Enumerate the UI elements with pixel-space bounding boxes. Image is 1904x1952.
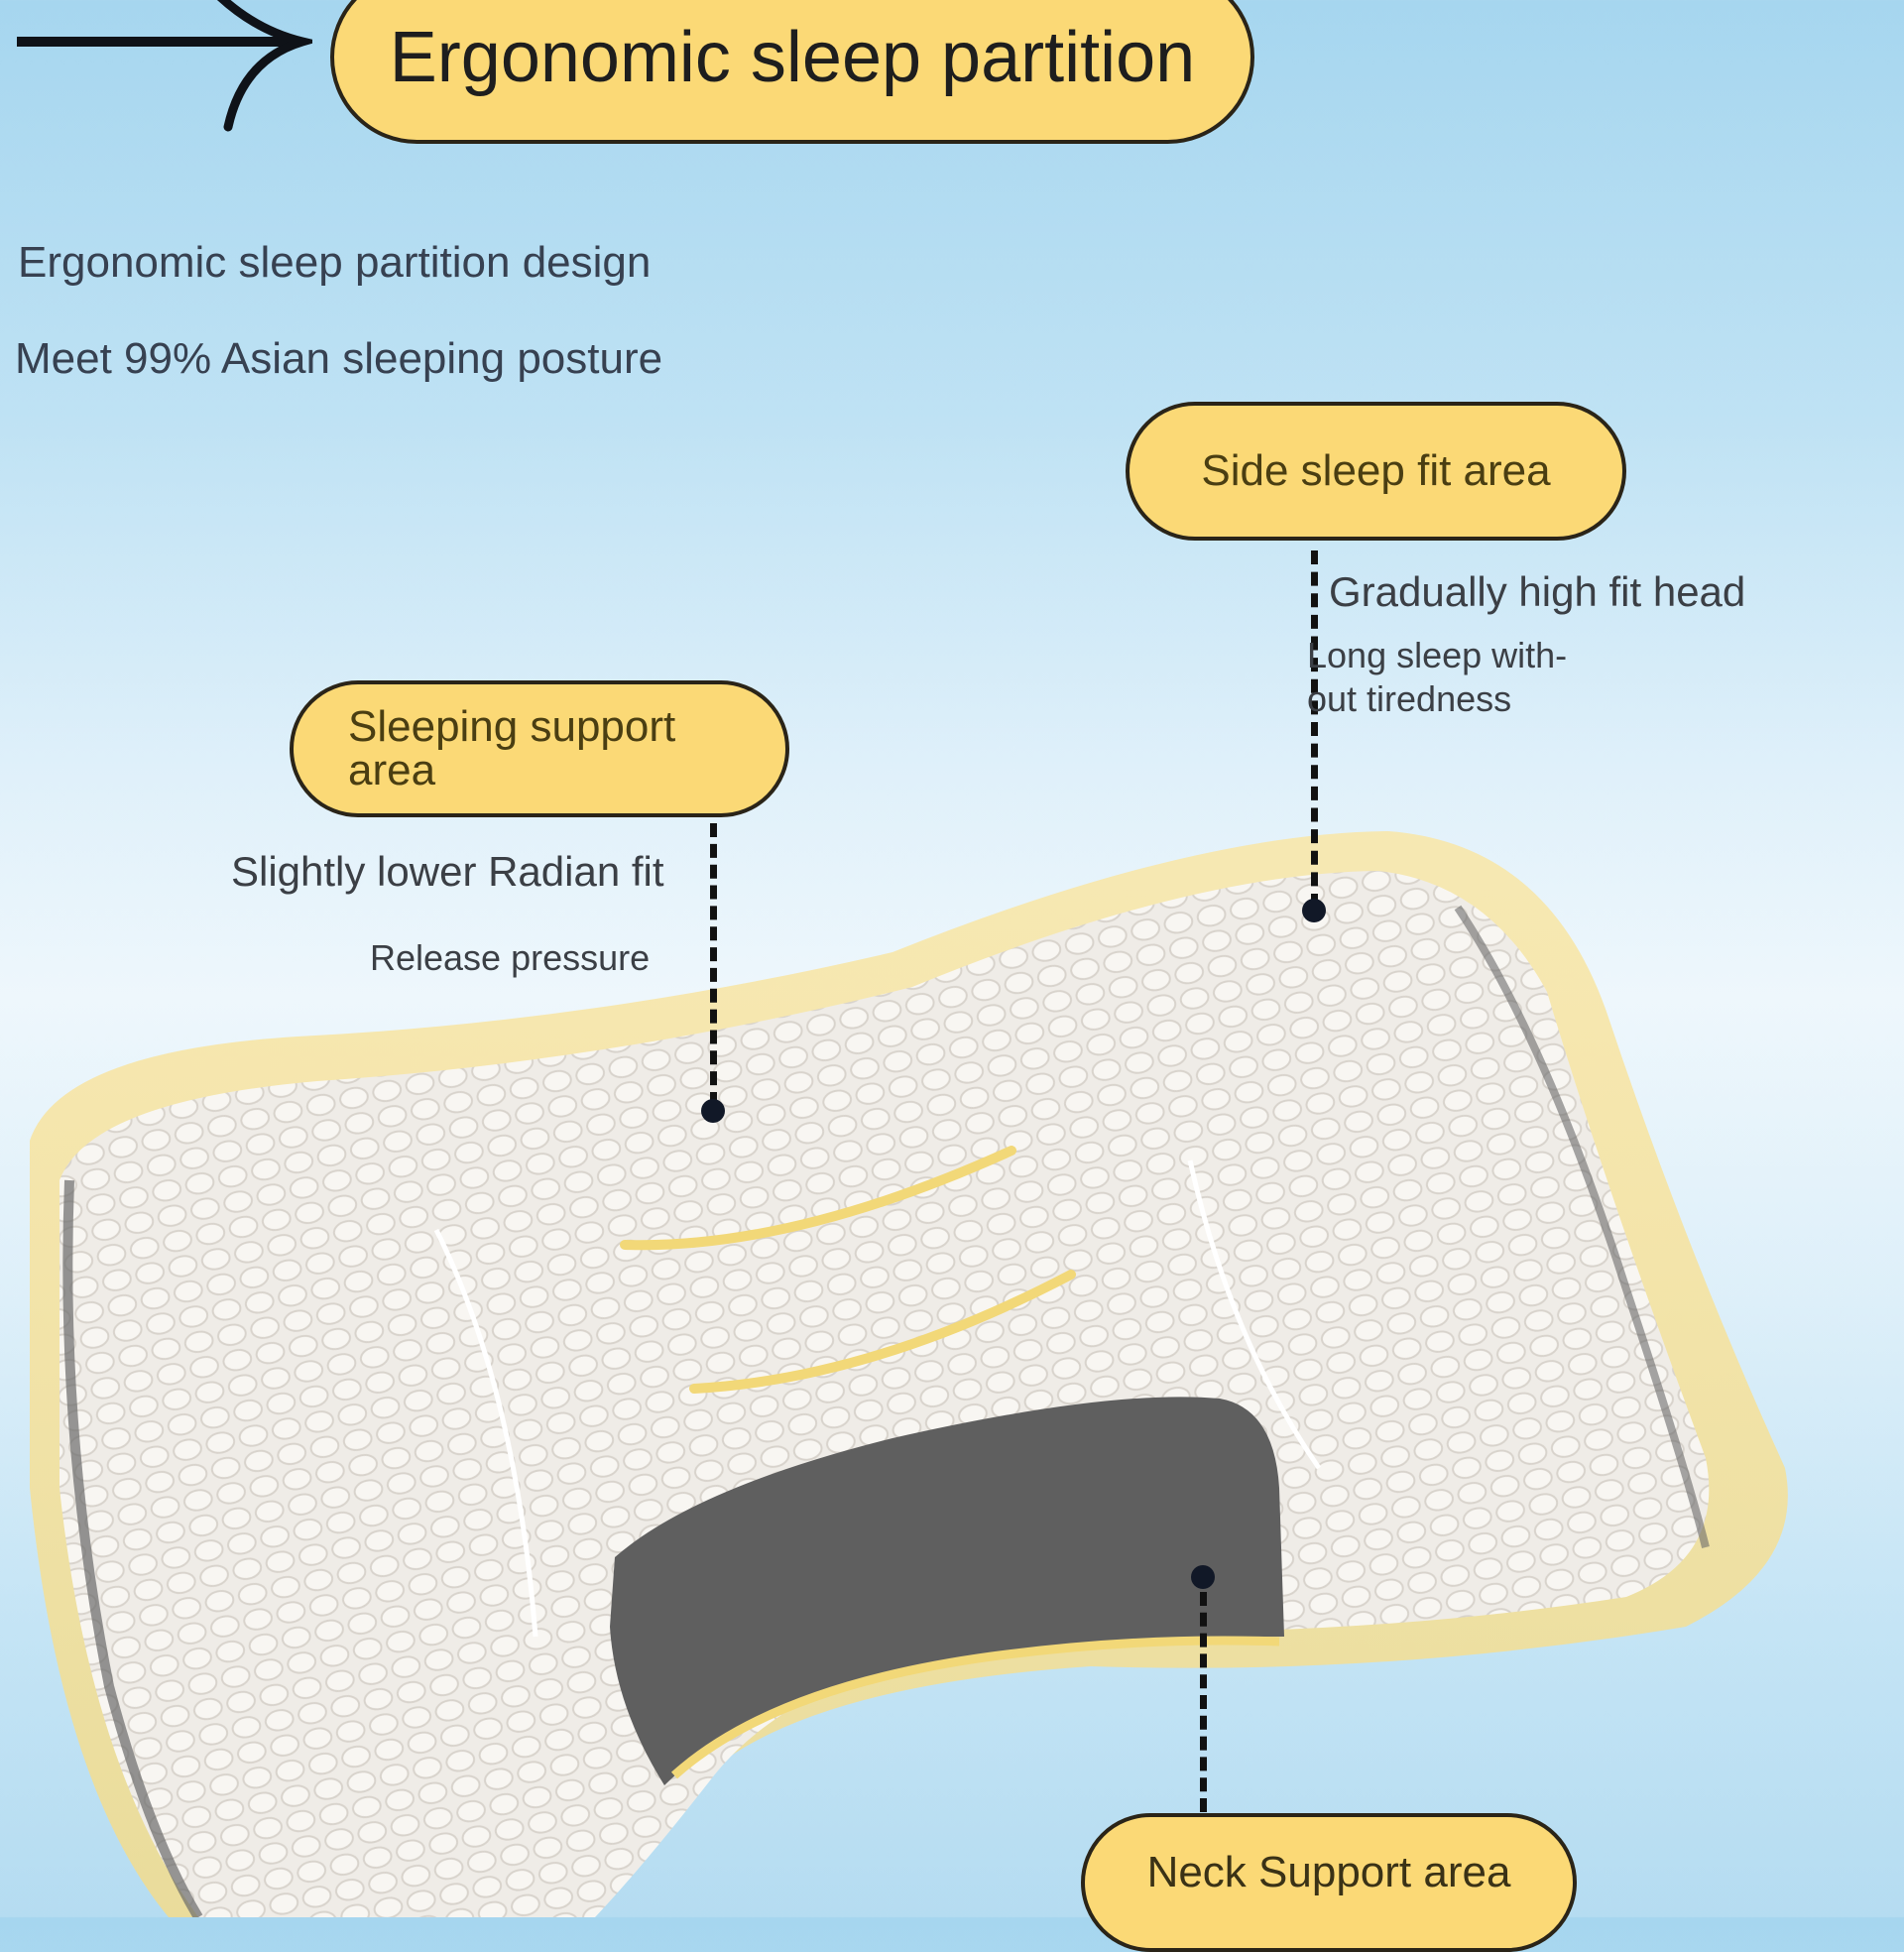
sleeping-support-note-2: Release pressure <box>370 937 651 978</box>
side-sleep-marker-dot <box>1302 899 1326 922</box>
neck-support-marker-dot <box>1191 1565 1215 1589</box>
sleeping-support-leader-line <box>710 823 717 1106</box>
intro-line-2: Meet 99% Asian sleeping posture <box>15 334 663 383</box>
sleeping-support-marker-dot <box>701 1099 725 1123</box>
intro-line-1: Ergonomic sleep partition design <box>18 238 652 287</box>
side-sleep-note-1: Gradually high fit head <box>1329 568 1746 615</box>
side-sleep-leader-line <box>1311 550 1318 908</box>
neck-support-label: Neck Support area <box>1146 1848 1511 1896</box>
title-pill: Ergonomic sleep partition <box>330 0 1254 144</box>
side-sleep-label: Side sleep fit area <box>1201 446 1551 495</box>
neck-support-pill: Neck Support area <box>1081 1813 1577 1952</box>
side-sleep-note-2b: out tiredness <box>1307 678 1512 719</box>
page-title: Ergonomic sleep partition <box>389 17 1196 97</box>
side-sleep-pill: Side sleep fit area <box>1126 402 1626 541</box>
arrow-right-icon <box>17 0 312 132</box>
side-sleep-note-2a: Long sleep with- <box>1307 635 1568 675</box>
sleeping-support-label-2: area <box>348 746 436 794</box>
neck-support-leader-line <box>1200 1592 1207 1812</box>
sleeping-support-pill: Sleeping support area <box>290 680 789 817</box>
pillow-illustration <box>30 831 1788 1917</box>
sleeping-support-label-1: Sleeping support <box>348 702 676 751</box>
sleeping-support-note-1: Slightly lower Radian fit <box>231 848 664 895</box>
